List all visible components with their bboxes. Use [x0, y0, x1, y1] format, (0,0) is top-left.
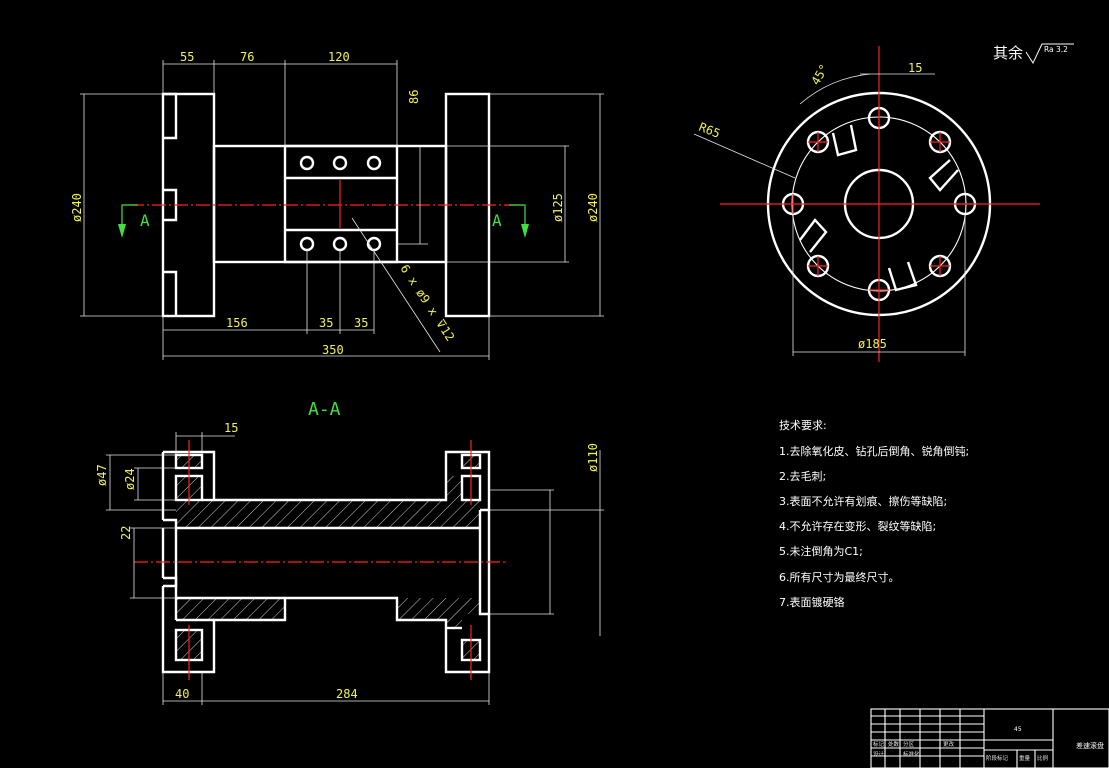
section-view: A-A: [95, 399, 604, 705]
tech-item: 6.所有尺寸为最终尺寸。: [779, 570, 900, 584]
dim-r65: R65: [697, 120, 722, 141]
title-block: 45 差速滚盘 标记 处数 分区 更改 设计 标准化 阶段标记 重量 比例: [870, 708, 1109, 768]
tech-item: 1.去除氧化皮、钻孔后倒角、锐角倒钝;: [779, 444, 969, 458]
section-arrow-left: [118, 204, 138, 238]
section-dimensions: [106, 432, 604, 705]
tech-item: 7.表面镀硬铬: [779, 595, 845, 609]
section-title: A-A: [308, 399, 341, 420]
lower-hatch: [176, 598, 480, 628]
dim-dia24: ø24: [123, 468, 137, 490]
title-cell: 重量: [1019, 754, 1031, 762]
upper-hatch: [176, 476, 480, 528]
surface-finish-note: 其余 Ra 3.2: [993, 43, 1074, 65]
dim-dia185: ø185: [858, 337, 887, 351]
dim-dia47: ø47: [95, 464, 109, 486]
dim-45deg: 45°: [808, 62, 831, 88]
dim-dia240-right: ø240: [586, 193, 600, 222]
slot-window: [283, 144, 399, 264]
dim-dia240-left: ø240: [70, 193, 84, 222]
dim-15-section: 15: [224, 421, 238, 435]
title-material: 45: [1014, 726, 1022, 733]
dim-350: 350: [322, 343, 344, 357]
dim-156: 156: [226, 316, 248, 330]
section-label-left: A: [140, 211, 150, 230]
center-body: [212, 144, 448, 264]
dim-15-side: 15: [908, 61, 922, 75]
dim-dia110: ø110: [586, 443, 600, 472]
title-cell: 设计: [873, 750, 885, 758]
bottom-holes: [299, 236, 382, 252]
title-part-name: 差速滚盘: [1076, 741, 1104, 750]
finish-prefix: 其余: [993, 44, 1023, 62]
roughness-symbol: [1025, 43, 1074, 65]
front-dimensions: [80, 60, 604, 360]
title-cell: 比例: [1037, 754, 1049, 762]
tech-requirements: 技术要求: 1.去除氧化皮、钻孔后倒角、锐角倒钝; 2.去毛刺; 3.表面不允许…: [779, 419, 969, 609]
title-cell: 处数: [888, 740, 900, 748]
tech-item: 2.去毛刺;: [779, 470, 826, 483]
dim-284: 284: [336, 687, 358, 701]
tech-heading: 技术要求:: [779, 419, 827, 432]
side-view: 45° 15 R65 ø185: [693, 46, 1040, 362]
tech-item: 3.表面不允许有划痕、擦伤等缺陷;: [779, 494, 947, 508]
title-cell: 更改: [943, 740, 955, 748]
dim-86: 86: [407, 90, 421, 104]
dim-40: 40: [175, 687, 189, 701]
front-view: 55 76 120 86 ø240 ø125 ø240 156 35 35 35…: [70, 50, 604, 360]
tech-item: 5.未注倒角为C1;: [779, 544, 863, 558]
finish-value: Ra 3.2: [1044, 45, 1068, 54]
title-cell: 标记: [873, 740, 885, 748]
side-dimensions: [693, 73, 966, 356]
title-cell: 标准化: [903, 750, 920, 758]
title-cell: 阶段标记: [986, 754, 1009, 762]
hole-callout: 6 x ø9 x ⊽12: [397, 262, 457, 344]
dim-35a: 35: [319, 316, 333, 330]
dim-120: 120: [328, 50, 350, 64]
dim-35b: 35: [354, 316, 368, 330]
top-holes: [299, 155, 382, 171]
section-label-right: A: [492, 211, 502, 230]
dim-55: 55: [180, 50, 194, 64]
dim-76: 76: [240, 50, 254, 64]
dim-dia125: ø125: [551, 193, 565, 222]
dim-22: 22: [119, 526, 133, 540]
section-arrow-right: [509, 204, 529, 238]
title-cell: 分区: [903, 740, 915, 748]
tech-item: 4.不允许存在变形、裂纹等缺陷;: [779, 519, 936, 533]
